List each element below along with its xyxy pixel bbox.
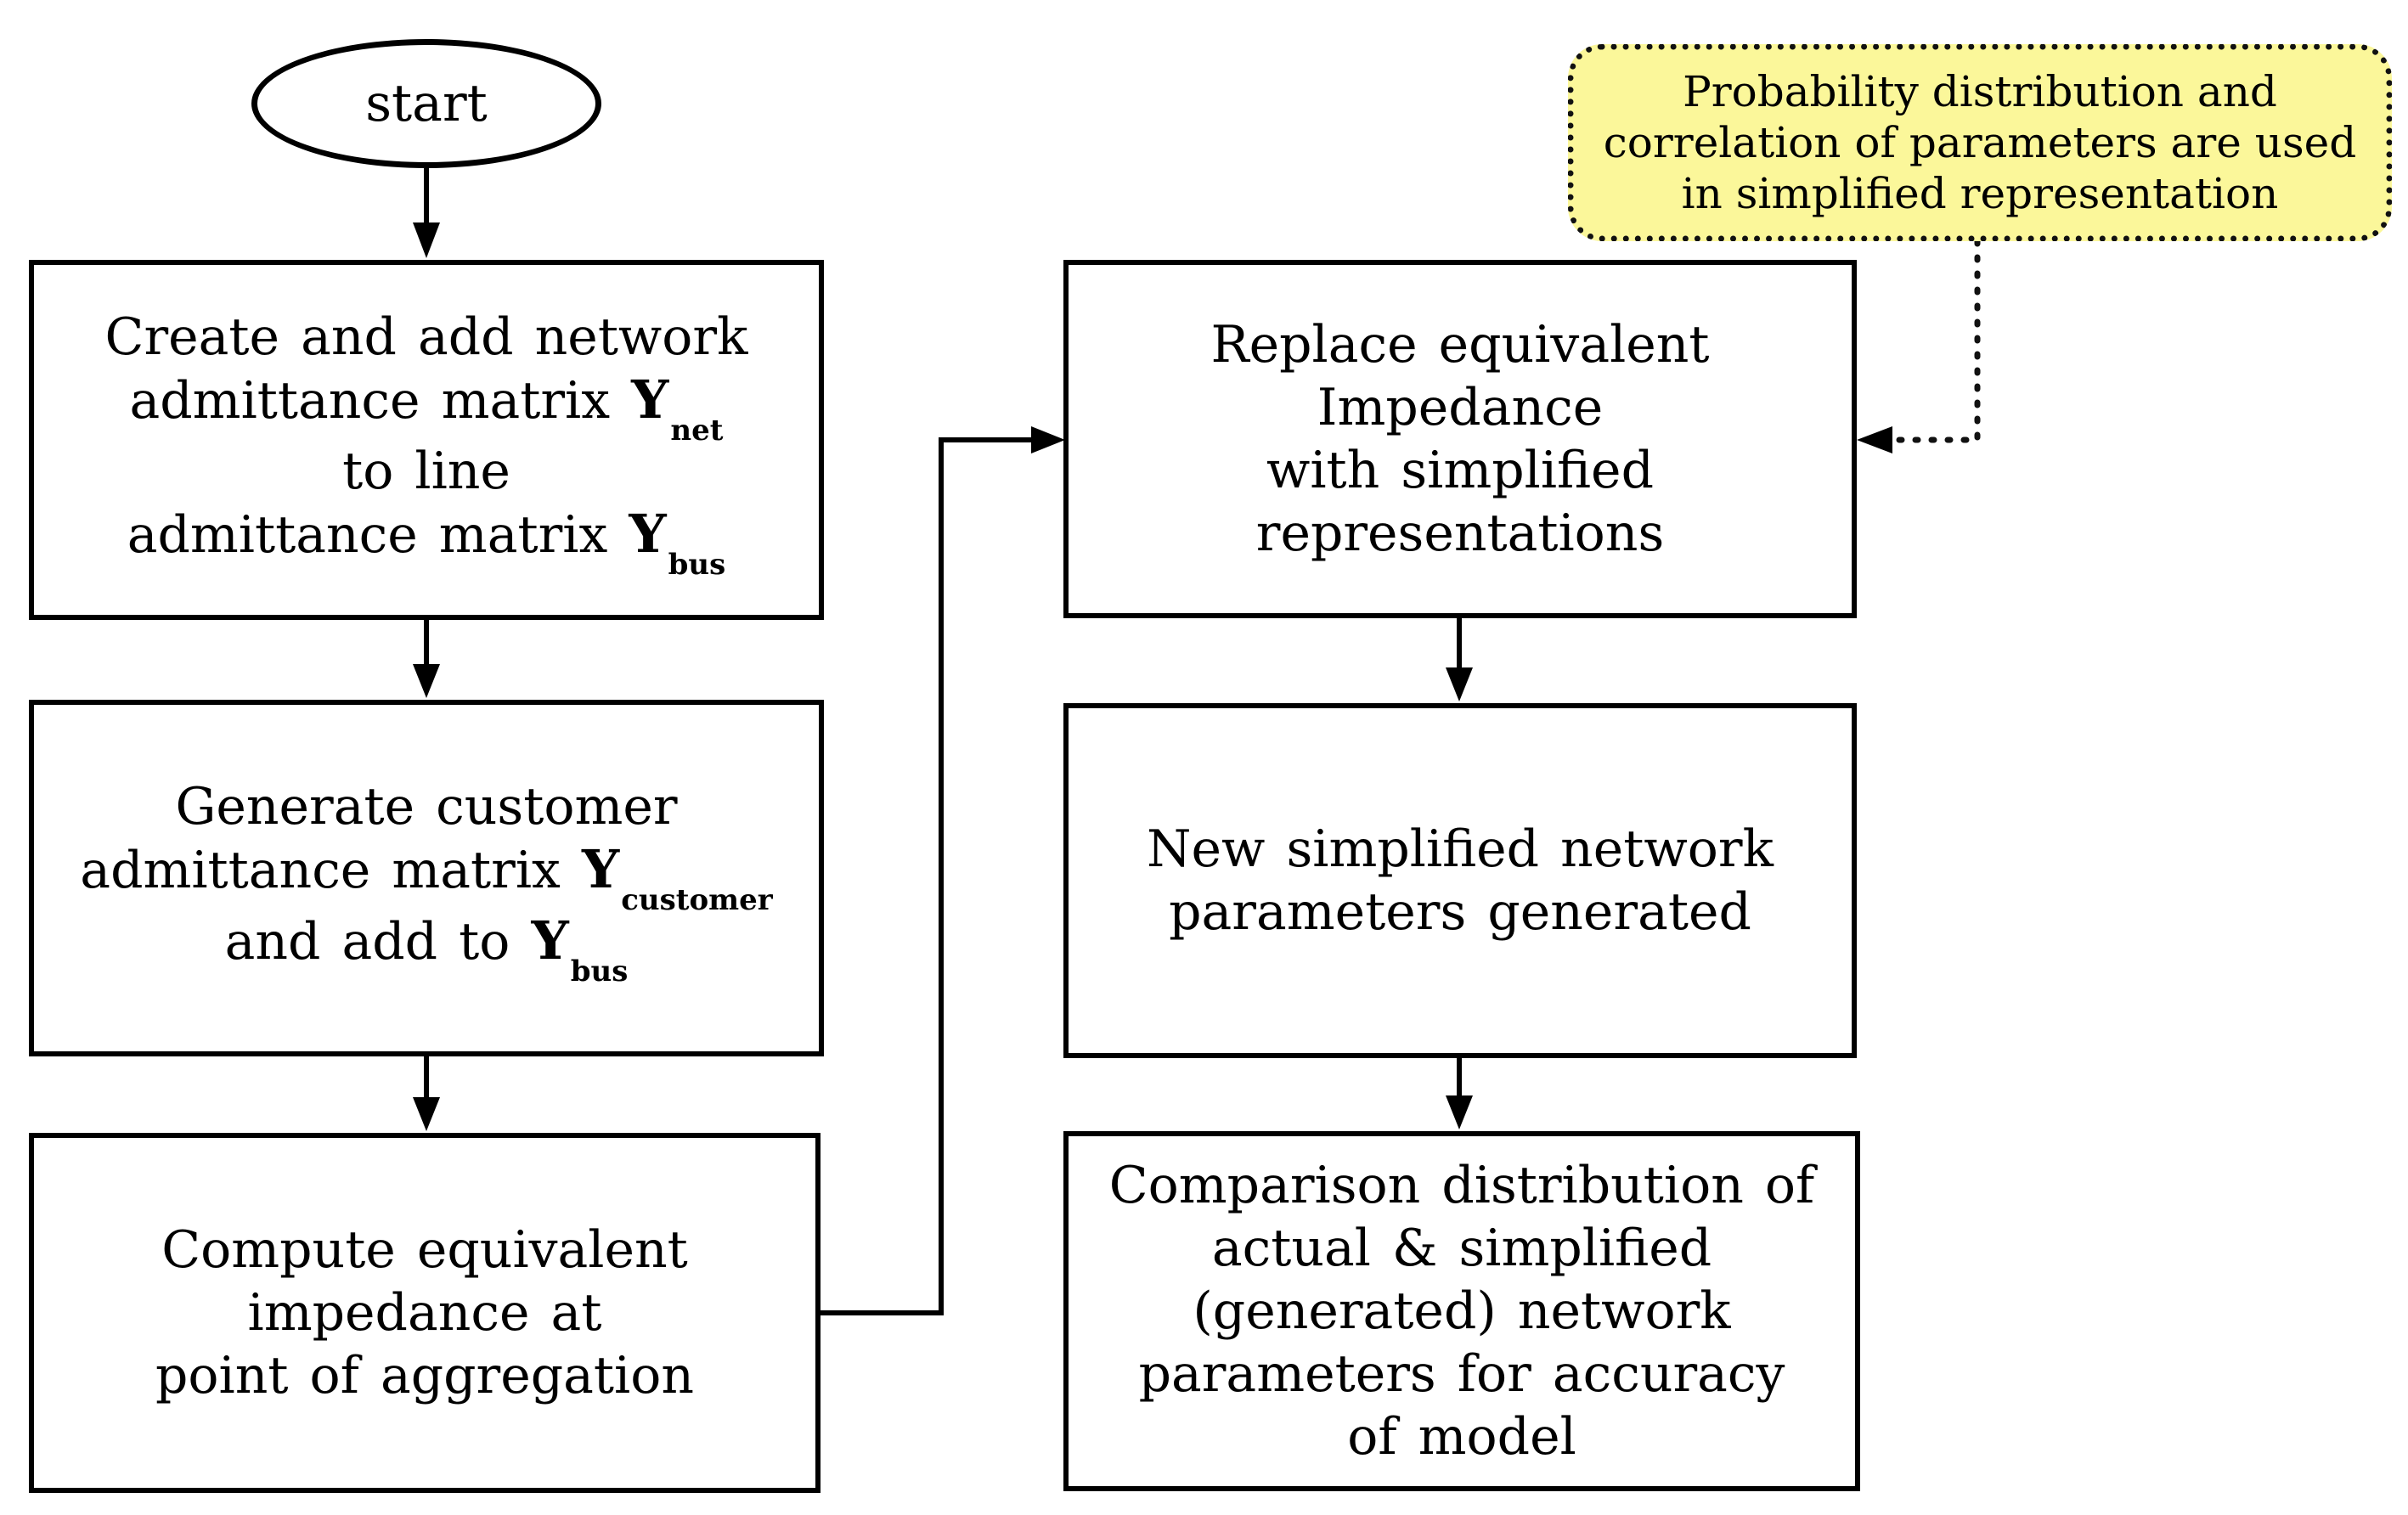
box-line-with-symbol: and add to Ybus <box>224 910 629 988</box>
process-box-ynet: Create and add network admittance matrix… <box>29 260 824 620</box>
note-line: correlation of parameters are used <box>1603 118 2357 167</box>
box-line: parameters for accuracy <box>1138 1344 1785 1404</box>
arrow-ynet-to-ycustomer <box>413 620 440 698</box>
matrix-subscript: bus <box>570 955 629 988</box>
start-label: start <box>365 74 488 133</box>
box-line: of model <box>1347 1407 1576 1467</box>
note-line: Probability distribution and <box>1683 67 2277 116</box>
arrow-ycustomer-to-compute <box>413 1056 440 1131</box>
box-line: with simplified <box>1266 441 1654 500</box>
arrow-new-to-compare <box>1446 1058 1473 1129</box>
process-box-compare: Comparison distribution of actual & simp… <box>1063 1131 1860 1491</box>
box-line-with-symbol: admittance matrix Ynet <box>129 369 724 448</box>
box-line-text: admittance matrix <box>127 505 608 565</box>
box-line: Comparison distribution of <box>1108 1156 1815 1215</box>
note-line: in simplified representation <box>1681 169 2279 218</box>
box-line: (generated) network <box>1193 1281 1731 1341</box>
box-line: point of aggregation <box>155 1346 694 1405</box>
matrix-symbol: Y <box>629 503 667 565</box>
arrow-start-to-ynet <box>413 168 440 258</box>
box-line-with-symbol: admittance matrix Ycustomer <box>80 838 772 917</box>
matrix-symbol: Y <box>581 838 620 900</box>
box-line: to line <box>342 442 510 501</box>
box-line: impedance at <box>247 1283 602 1343</box>
box-line: New simplified network <box>1147 819 1774 879</box>
box-line-text: admittance matrix <box>80 841 561 900</box>
box-line-text: and add to <box>224 912 510 972</box>
process-box-ycustomer: Generate customer admittance matrix Ycus… <box>29 700 824 1056</box>
start-node: start <box>251 39 601 168</box>
dotted-arrow-note-to-replace <box>1857 238 1981 453</box>
box-line-text: admittance matrix <box>129 371 611 431</box>
matrix-subscript: net <box>670 414 724 448</box>
box-line: actual & simplified <box>1211 1219 1712 1278</box>
annotation-note: Probability distribution and correlation… <box>1568 44 2392 241</box>
box-line: Generate customer <box>175 777 678 836</box>
box-line: Impedance <box>1317 378 1604 437</box>
process-box-compute: Compute equivalent impedance at point of… <box>29 1133 821 1493</box>
process-box-replace: Replace equivalent Impedance with simpli… <box>1063 260 1857 618</box>
box-line: Create and add network <box>104 307 748 367</box>
box-line: Compute equivalent <box>161 1220 688 1280</box>
matrix-symbol: Y <box>531 910 569 972</box>
process-box-new: New simplified network parameters genera… <box>1063 703 1857 1058</box>
box-line: parameters generated <box>1169 882 1751 942</box>
box-line: Replace equivalent <box>1210 315 1710 375</box>
box-line: representations <box>1255 504 1665 563</box>
matrix-symbol: Y <box>631 369 669 431</box>
matrix-subscript: customer <box>621 883 773 917</box>
box-line-with-symbol: admittance matrix Ybus <box>127 503 726 582</box>
arrow-compute-to-replace <box>817 426 1065 1315</box>
arrow-replace-to-new <box>1446 618 1473 701</box>
matrix-subscript: bus <box>668 548 726 582</box>
